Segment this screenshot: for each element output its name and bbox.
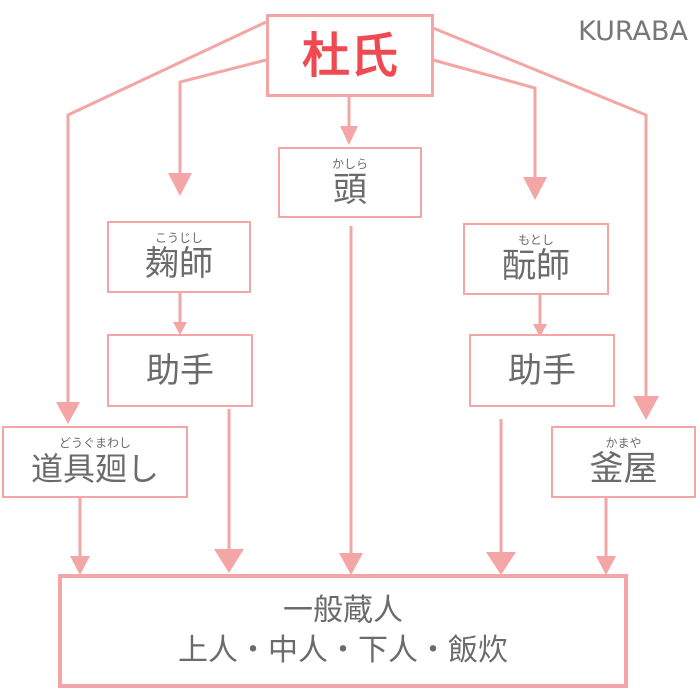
arrowhead-ippan-3 xyxy=(339,553,363,575)
arrowhead-ippan-4 xyxy=(486,552,516,575)
node-toji: 杜氏 xyxy=(266,14,434,97)
node-dougumawashi-label: 道具廻し xyxy=(30,450,159,488)
node-kamaya-label: 釜屋 xyxy=(589,449,658,489)
arrowhead-kashira xyxy=(340,126,358,145)
node-toji-label: 杜氏 xyxy=(301,27,398,84)
arrowhead-joshu-right-top xyxy=(533,324,547,337)
arrowhead-dougumawashi xyxy=(56,402,80,424)
arrowhead-motoshi xyxy=(523,177,547,200)
arrow-toji-to-koujishi xyxy=(178,58,267,173)
node-kashira-ruby: かしら xyxy=(331,156,368,171)
node-joshu-right: 助手 xyxy=(469,334,615,407)
node-kamaya-ruby: かまや xyxy=(605,436,642,450)
node-koujishi: こうじし 麹師 xyxy=(107,221,251,293)
node-koujishi-ruby: こうじし xyxy=(154,231,203,245)
node-joshu-left-label: 助手 xyxy=(146,350,214,391)
arrowhead-ippan-1 xyxy=(70,556,90,575)
node-kamaya: かまや 釜屋 xyxy=(551,426,696,498)
node-koujishi-label: 麹師 xyxy=(145,244,213,284)
arrowhead-joshu-left-top xyxy=(173,322,187,335)
node-ippan-line2: 上人・中人・下人・飯炊 xyxy=(178,633,508,668)
node-ippan-line1: 一般蔵人 xyxy=(283,593,403,628)
node-motoshi-ruby: もとし xyxy=(518,233,554,247)
node-dougumawashi-ruby: どうぐまわし xyxy=(58,436,131,450)
node-joshu-left: 助手 xyxy=(107,334,253,407)
arrow-toji-to-kamaya xyxy=(432,26,648,396)
node-motoshi-label: 酛師 xyxy=(502,246,570,286)
brand-logo: KURABA xyxy=(578,16,688,47)
node-joshu-right-label: 助手 xyxy=(508,350,576,391)
node-motoshi: もとし 酛師 xyxy=(463,223,609,295)
arrowhead-ippan-2 xyxy=(214,549,244,573)
arrow-toji-to-dougumawashi xyxy=(66,20,267,402)
node-dougumawashi: どうぐまわし 道具廻し xyxy=(2,426,188,498)
arrowhead-ippan-5 xyxy=(596,556,616,575)
arrow-toji-to-motoshi xyxy=(432,58,537,177)
arrowhead-kamaya xyxy=(633,396,659,420)
node-ippan-kurabito: 一般蔵人 上人・中人・下人・飯炊 xyxy=(58,574,628,688)
node-kashira: かしら 頭 xyxy=(278,147,422,218)
node-kashira-label: 頭 xyxy=(333,169,367,210)
arrowhead-koujishi xyxy=(168,173,192,196)
